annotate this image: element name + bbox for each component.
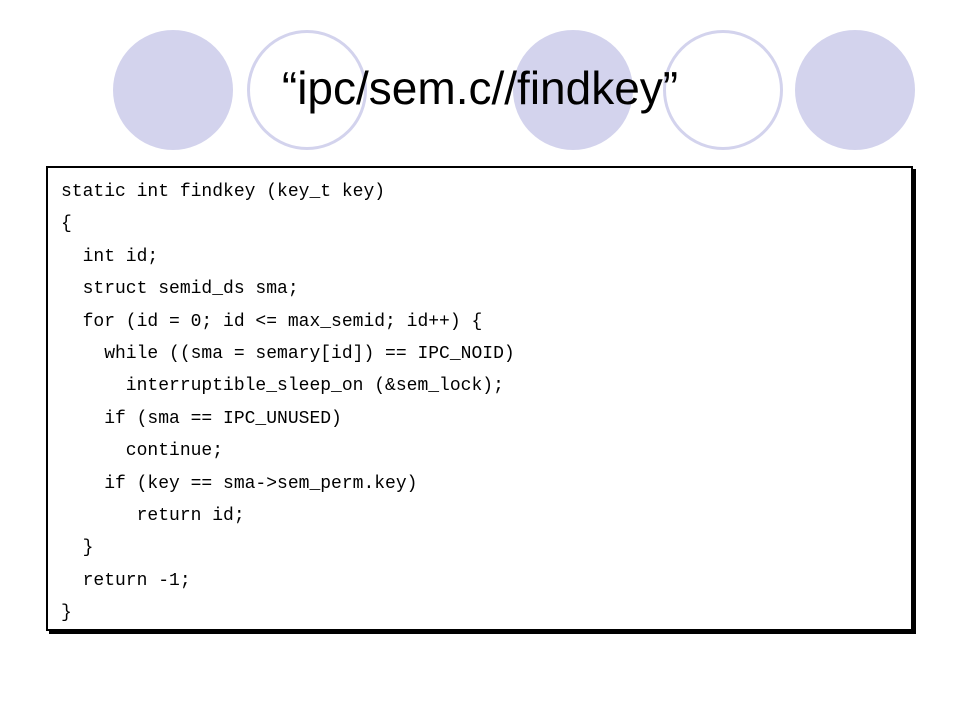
code-line: int id;	[61, 246, 159, 267]
decorative-circle-filled	[513, 30, 633, 150]
decorative-circle-outline	[247, 30, 367, 150]
decorative-circle-filled	[795, 30, 915, 150]
decorative-circle-filled	[113, 30, 233, 150]
code-line: static int findkey (key_t key)	[61, 182, 386, 202]
code-line: }	[61, 538, 94, 559]
code-line: return id;	[61, 505, 245, 526]
code-line: }	[61, 603, 72, 624]
code-line: if (sma == IPC_UNUSED)	[61, 408, 342, 429]
slide-title: “ipc/sem.c//findkey”	[281, 62, 679, 114]
code-line: interruptible_sleep_on (&sem_lock);	[61, 376, 504, 397]
code-line: while ((sma = semary[id]) == IPC_NOID)	[61, 343, 515, 364]
code-line: return -1;	[61, 570, 191, 591]
code-line: for (id = 0; id <= max_semid; id++) {	[61, 311, 483, 332]
code-line: struct semid_ds sma;	[61, 279, 299, 300]
code-line: if (key == sma->sem_perm.key)	[61, 473, 418, 494]
code-line: continue;	[61, 441, 224, 462]
code-line: {	[61, 214, 72, 235]
code-block: static int findkey (key_t key) { int id;…	[46, 166, 913, 631]
decorative-circle-outline	[663, 30, 783, 150]
